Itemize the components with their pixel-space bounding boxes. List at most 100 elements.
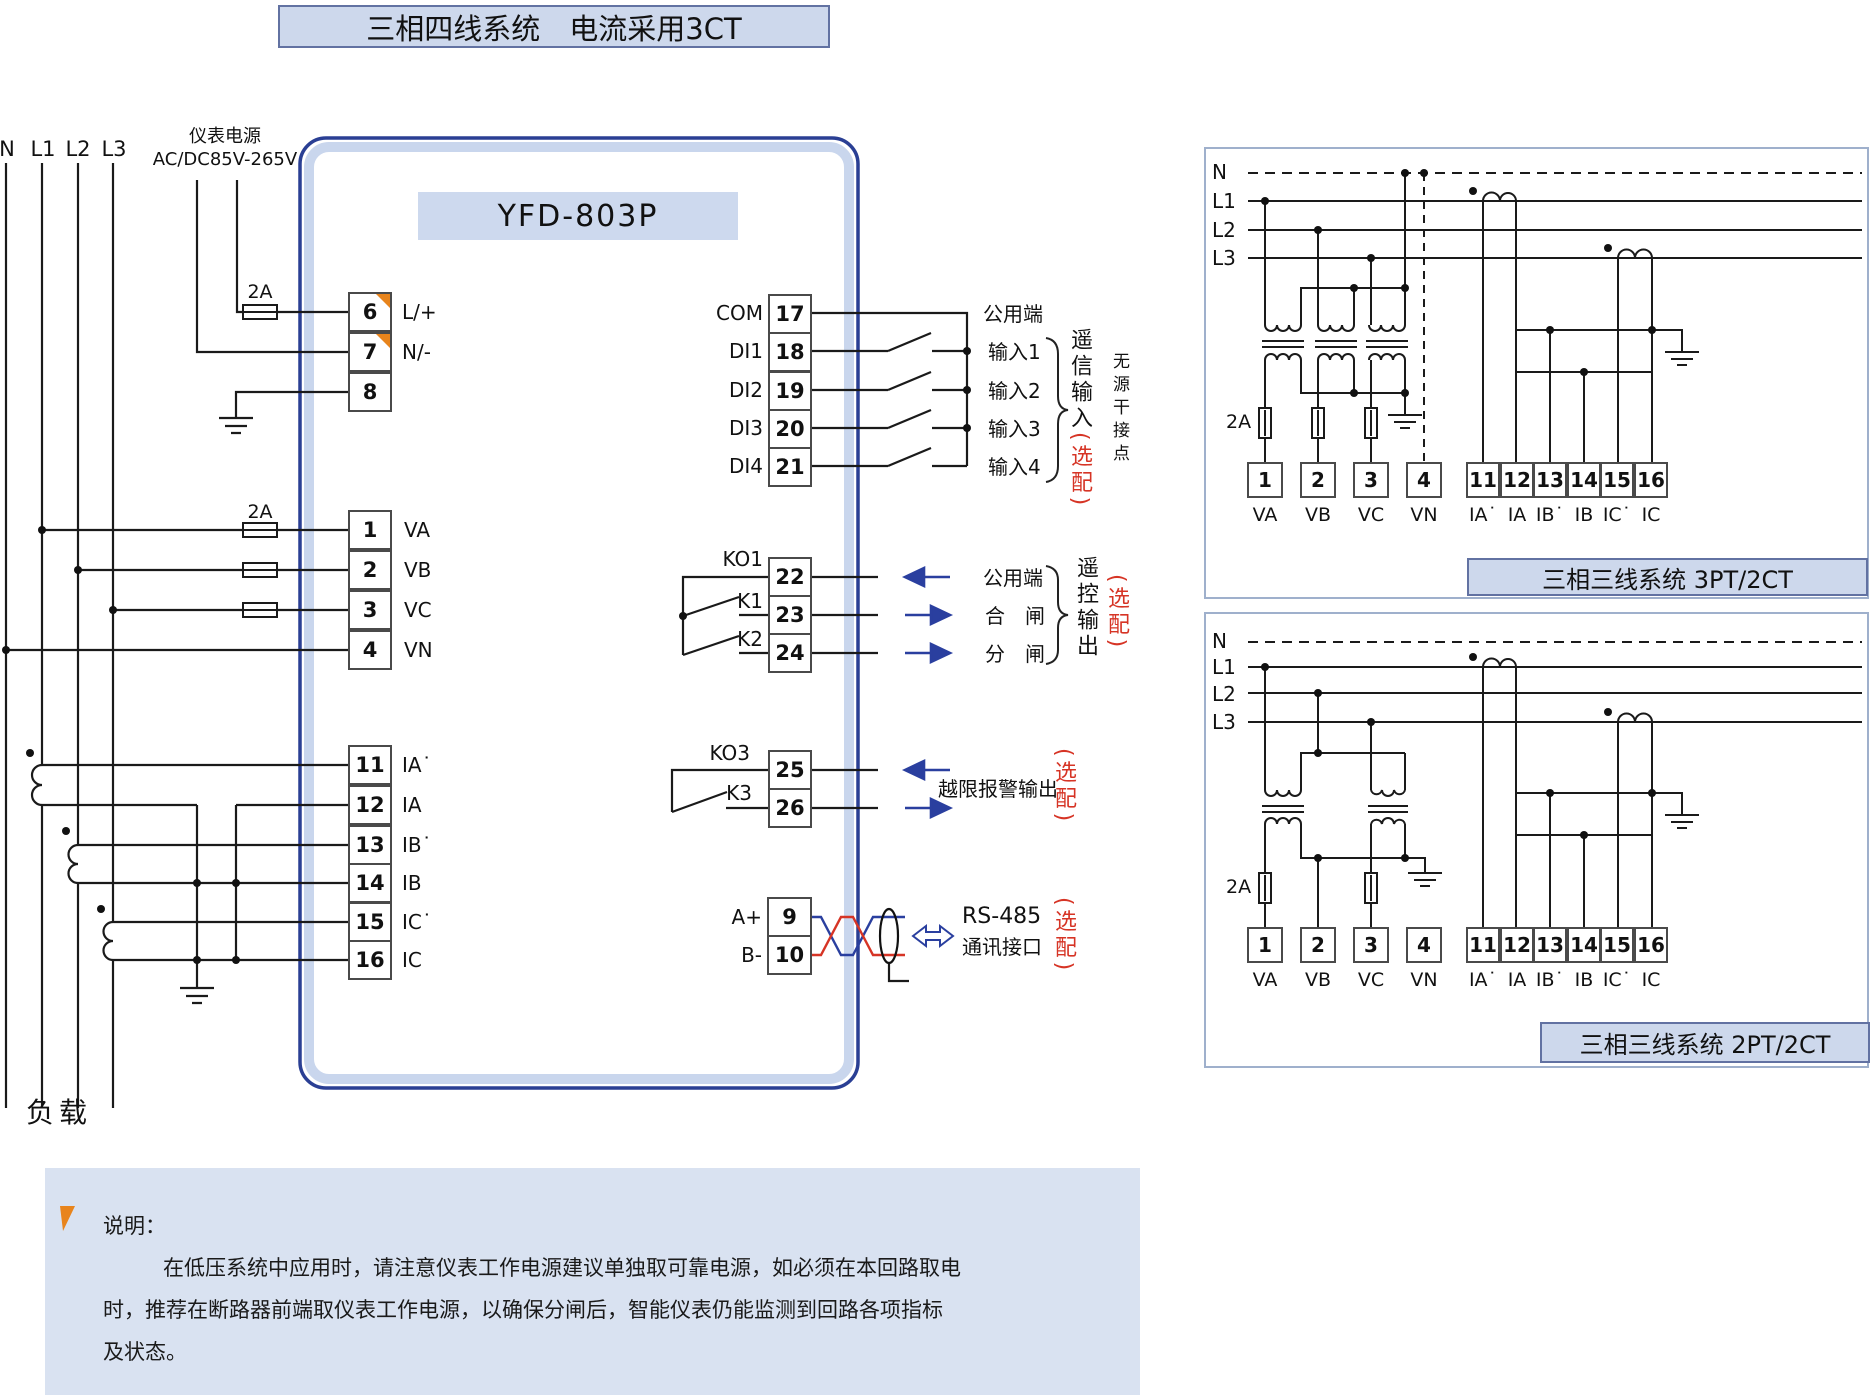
- terminal-12-label: IA: [402, 793, 422, 817]
- d3-term-3: 3: [1353, 462, 1389, 498]
- di-input4-label: 输入4: [988, 455, 1041, 479]
- d2-bus-l2: L2: [1212, 682, 1236, 706]
- diagram-2pt-dots: [1261, 653, 1656, 862]
- terminal-9-label: A+: [731, 905, 762, 929]
- di-optional-text: (选配): [1067, 432, 1092, 510]
- d3-term-14: 14: [1567, 462, 1601, 498]
- di-input1-label: 输入1: [988, 340, 1041, 364]
- d2-term-1: 1: [1247, 927, 1283, 963]
- fuse-label-voltage: 2A: [247, 501, 273, 523]
- terminal-19-label: DI2: [728, 378, 763, 402]
- note-line-2: 时，推荐在断路器前端取仪表工作电源，以确保分闸后，智能仪表仍能监测到回路各项指标: [103, 1298, 943, 1322]
- orange-corner-icon: [376, 294, 390, 308]
- di-common-label: 公用端: [983, 302, 1043, 326]
- ko1-optional-label: (选配): [1104, 574, 1129, 652]
- d3-lbl-vc: VC: [1357, 504, 1385, 526]
- d2-term-13: 13: [1533, 927, 1567, 963]
- d2-caption: 三相三线系统 2PT/2CT: [1540, 1022, 1870, 1063]
- fuse-label-power: 2A: [247, 281, 273, 303]
- note-box: [45, 1168, 1140, 1395]
- d3-lbl-ia1: IA˙: [1468, 504, 1498, 526]
- terminal-box-17: 17: [768, 294, 812, 334]
- terminal-box-21: 21: [768, 447, 812, 487]
- terminal-10-label: B-: [741, 943, 762, 967]
- d2-bus-l1: L1: [1212, 655, 1236, 679]
- terminal-2-label: VB: [404, 558, 432, 582]
- terminal-11-label: IA˙: [402, 753, 432, 777]
- diagram-3pt-wires: [1248, 172, 1862, 462]
- d3-term-13: 13: [1533, 462, 1567, 498]
- ko3-alarm-label: 越限报警输出: [938, 777, 1058, 801]
- d2-lbl-ic1: IC˙: [1602, 969, 1632, 991]
- terminal-box-3: 3: [348, 590, 392, 630]
- terminal-box-26: 26: [768, 788, 812, 828]
- terminal-14-label: IB: [402, 871, 422, 895]
- terminal-4-label: VN: [404, 638, 433, 662]
- d2-lbl-vc: VC: [1357, 969, 1385, 991]
- diagram-3pt-fuses: [1258, 407, 1378, 439]
- terminal-box-1: 1: [348, 510, 392, 550]
- terminal-16-label: IC: [402, 948, 422, 972]
- terminal-box-20: 20: [768, 409, 812, 449]
- terminal-box-16: 16: [348, 940, 392, 980]
- main-fuses: [242, 304, 278, 618]
- ko1-open-label: 分 闸: [985, 642, 1045, 666]
- terminal-3-label: VC: [404, 598, 432, 622]
- terminal-box-14: 14: [348, 863, 392, 903]
- terminal-box-7: 7: [348, 332, 392, 372]
- terminal-7-no: 7: [362, 340, 378, 364]
- terminal-7-label: N/-: [402, 340, 431, 364]
- d3-bus-l3: L3: [1212, 246, 1236, 270]
- d2-lbl-vb: VB: [1304, 969, 1332, 991]
- d3-lbl-ib2: IB: [1574, 504, 1594, 526]
- curly-braces: [1045, 337, 1069, 665]
- terminal-6-no: 6: [362, 300, 378, 324]
- d3-term-16: 16: [1634, 462, 1668, 498]
- di-drycontact-label: 无源干接点: [1109, 352, 1129, 467]
- di-group-text: 遥信输入: [1067, 328, 1092, 432]
- d3-fuse-label: 2A: [1226, 411, 1252, 433]
- d3-term-1: 1: [1247, 462, 1283, 498]
- terminal-box-12: 12: [348, 785, 392, 825]
- d2-lbl-ia2: IA: [1507, 969, 1527, 991]
- d2-term-16: 16: [1634, 927, 1668, 963]
- supply-label-1: 仪表电源: [189, 126, 261, 147]
- d2-lbl-ib2: IB: [1574, 969, 1594, 991]
- d2-term-12: 12: [1500, 927, 1534, 963]
- terminal-box-2: 2: [348, 550, 392, 590]
- d2-lbl-vn: VN: [1410, 969, 1438, 991]
- bus-label-l1: L1: [30, 137, 56, 161]
- terminal-box-10: 10: [767, 935, 812, 975]
- terminal-1-label: VA: [404, 518, 431, 542]
- k1-label: K1: [737, 589, 763, 613]
- terminal-21-label: DI4: [728, 454, 763, 478]
- d3-lbl-ia2: IA: [1507, 504, 1527, 526]
- d2-lbl-va: VA: [1252, 969, 1278, 991]
- d3-lbl-vn: VN: [1410, 504, 1438, 526]
- terminal-box-9: 9: [767, 897, 812, 937]
- ko3-label: KO3: [709, 741, 751, 765]
- di-group-label: 遥信输入(选配): [1066, 328, 1092, 509]
- orange-corner-icon: [376, 334, 390, 348]
- terminal-box-22: 22: [768, 557, 812, 597]
- d3-lbl-va: VA: [1252, 504, 1278, 526]
- di-input2-label: 输入2: [988, 379, 1041, 403]
- d2-term-15: 15: [1600, 927, 1634, 963]
- d3-term-11: 11: [1466, 462, 1500, 498]
- k3-label: K3: [726, 781, 752, 805]
- terminal-box-8: 8: [348, 372, 392, 412]
- diagram-2pt-wires: [1248, 641, 1862, 927]
- terminal-6-label: L/+: [402, 300, 437, 324]
- terminal-box-11: 11: [348, 745, 392, 785]
- bus-label-n: N: [0, 137, 15, 161]
- rs485-optional-label: (选配): [1051, 897, 1076, 975]
- d3-term-4: 4: [1406, 462, 1442, 498]
- d2-term-3: 3: [1353, 927, 1389, 963]
- d2-bus-n: N: [1212, 629, 1227, 653]
- d2-term-14: 14: [1567, 927, 1601, 963]
- terminal-box-4: 4: [348, 630, 392, 670]
- d2-bus-l3: L3: [1212, 710, 1236, 734]
- d3-term-12: 12: [1500, 462, 1534, 498]
